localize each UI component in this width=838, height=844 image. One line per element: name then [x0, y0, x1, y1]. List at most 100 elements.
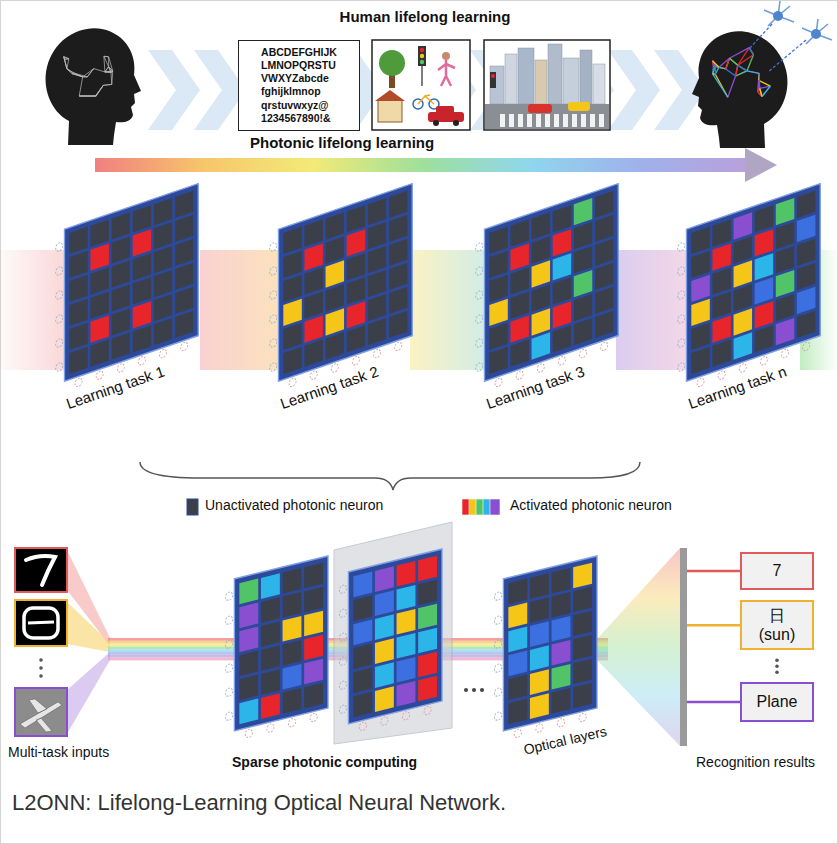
photonic-neuron [489, 275, 507, 302]
edge-ring [56, 338, 63, 348]
photonic-neuron [353, 692, 372, 718]
crosswalk-stripe [527, 114, 532, 127]
network-line [103, 84, 111, 86]
photonic-neuron [283, 568, 302, 594]
ellipsis-dot [39, 666, 43, 670]
grid-frame [64, 184, 198, 382]
grid-frame [484, 184, 618, 382]
photonic-neuron [397, 585, 416, 611]
photonic-neuron [574, 198, 592, 225]
photonic-neuron [304, 220, 322, 247]
photonic-neuron [304, 587, 323, 613]
edge-ring [138, 356, 145, 366]
building [518, 48, 534, 104]
photonic-neuron [734, 332, 752, 359]
network-line [749, 48, 753, 55]
photonic-neuron [691, 251, 709, 278]
head-silhouette [692, 31, 787, 148]
photonic-neuron [154, 270, 172, 297]
photonic-neuron [595, 239, 613, 266]
legend-text: Unactivated photonic neuron [205, 497, 383, 514]
photonic-neuron [353, 572, 372, 598]
building [580, 50, 592, 104]
network-line [83, 69, 94, 77]
section-heading: Human lifelong learning [340, 8, 511, 26]
network-line [63, 57, 65, 60]
photonic-neuron [530, 669, 549, 695]
network-line [719, 58, 730, 67]
photonic-neuron [283, 347, 301, 374]
lamp [420, 60, 424, 64]
ellipsis-dot [775, 670, 779, 674]
network-line [729, 58, 737, 65]
photonic-neuron [755, 301, 773, 328]
traffic-light [418, 46, 426, 66]
photonic-neuron [532, 212, 550, 239]
network-line [713, 66, 716, 74]
photonic-neuron [154, 198, 172, 225]
photonic-neuron [90, 220, 108, 247]
result-box: 日 (sun) [740, 600, 814, 650]
photonic-neuron [510, 244, 528, 271]
photonic-neuron [418, 580, 437, 606]
lamp [491, 74, 495, 78]
output-fan [598, 548, 680, 746]
edge-ring [739, 363, 746, 373]
activated-swatch [490, 499, 500, 515]
photonic-neuron [112, 332, 130, 359]
network-line [757, 80, 759, 92]
network-line [762, 86, 770, 96]
edge-ring [402, 711, 409, 721]
photonic-neuron [133, 229, 151, 256]
handwritten-character [28, 622, 54, 623]
grid-base [278, 184, 412, 382]
edge-ring [225, 639, 232, 649]
edge-ring [359, 721, 366, 731]
photonic-neuron [397, 609, 416, 635]
brace [140, 462, 640, 490]
crosswalk-stripe [599, 114, 604, 127]
crosswalk-stripe [581, 114, 586, 127]
input-fan [67, 602, 110, 652]
photonic-neuron [239, 579, 258, 605]
photonic-neuron [389, 239, 407, 266]
result-box: Plane [740, 682, 814, 722]
network-line [738, 55, 754, 66]
photonic-neuron [175, 263, 193, 290]
ellipsis-dot [464, 688, 468, 692]
photonic-neuron [154, 246, 172, 273]
photonic-neuron [797, 287, 815, 314]
edge-ring [537, 363, 544, 373]
edge-ring [678, 242, 685, 252]
legend-swatch [187, 499, 198, 515]
photonic-neuron [112, 212, 130, 239]
car [568, 102, 590, 111]
photonic-neuron [90, 244, 108, 271]
photonic-neuron [532, 260, 550, 287]
edge-ring [782, 348, 789, 358]
network-line [757, 80, 759, 92]
dashed-link [748, 24, 772, 50]
traffic-light [490, 72, 496, 88]
photonic-neuron [418, 676, 437, 702]
edge-ring [476, 266, 483, 276]
photonic-neuron [508, 603, 527, 629]
network-line [96, 85, 104, 96]
photonic-neuron [574, 294, 592, 321]
edge-ring [56, 290, 63, 300]
edge-ring [270, 314, 277, 324]
network-line [736, 71, 747, 76]
photonic-neuron [175, 311, 193, 338]
photonic-neuron [418, 604, 437, 630]
edge-ring [579, 713, 586, 723]
network-line [105, 71, 111, 73]
network-line [79, 96, 96, 97]
network-line [74, 73, 83, 77]
photonic-neuron [326, 308, 344, 335]
photonic-neuron [418, 556, 437, 582]
photonic-neuron [712, 316, 730, 343]
photonic-neuron [691, 299, 709, 326]
photonic-neuron [261, 573, 280, 599]
edge-ring [494, 615, 501, 625]
edge-ring [476, 242, 483, 252]
